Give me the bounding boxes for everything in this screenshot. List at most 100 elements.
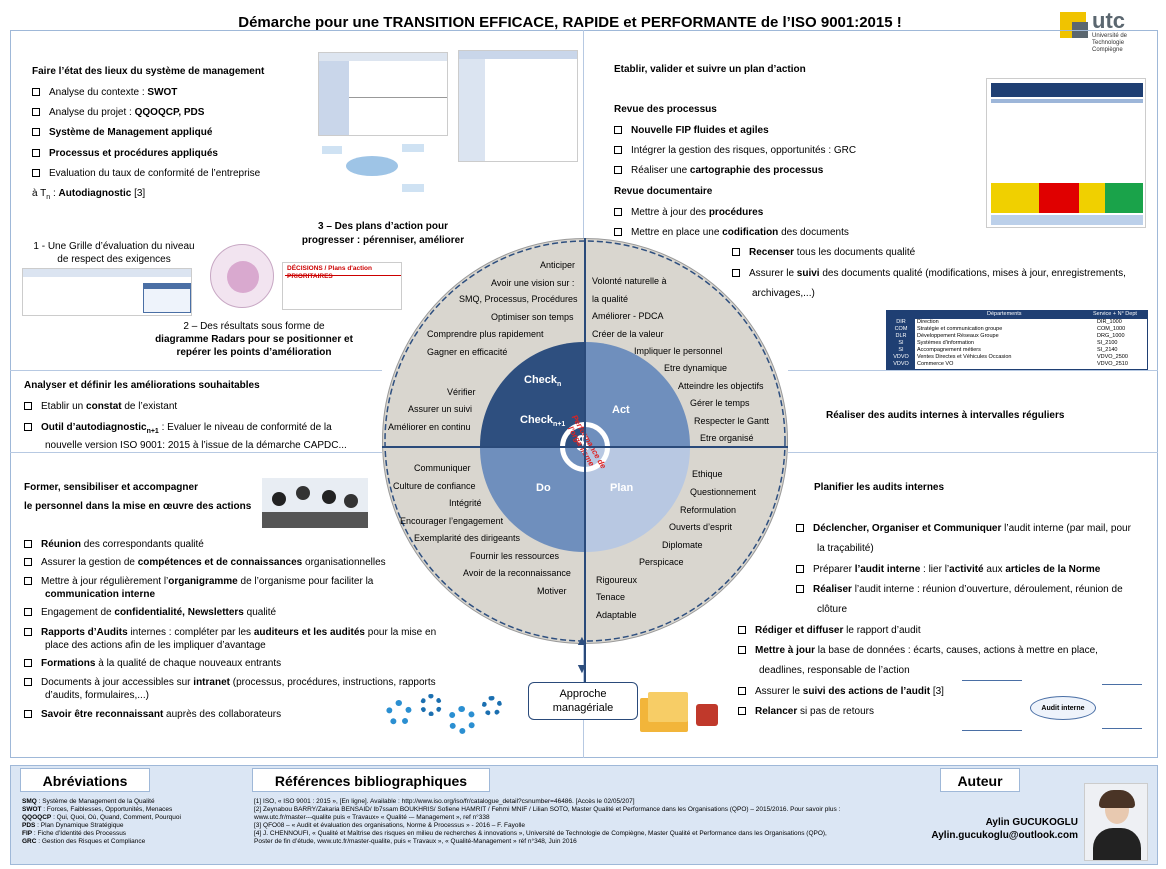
wheel-act-label: Atteindre les objectifs [678, 381, 764, 391]
wheel-plan-label: Tenace [596, 592, 626, 602]
analyse-outil: Outil d’autodiagnosticn+1 : Evaluer le n… [24, 421, 332, 438]
plan-item-suivi: Assurer le suivi des actions de l’audit … [738, 685, 944, 698]
wheel-check-label: Gagner en efficacité [427, 347, 508, 357]
act-rev-doc: Revue documentaire [614, 186, 713, 197]
check-item-sm: Système de Management appliqué [32, 126, 212, 139]
arrow-up-icon: ▲ [575, 632, 589, 648]
wheel-plan-label: Perspicace [639, 557, 684, 567]
act-sub-suivi-2: archivages,...) [752, 288, 815, 299]
wheel-check-label: SMQ, Processus, Procédures [459, 294, 578, 304]
wheel-act-label: Améliorer - PDCA [592, 311, 664, 321]
abbr-tab: Abréviations [20, 768, 150, 792]
wheel-check-label: Anticiper [540, 260, 576, 270]
check-n-label: Checkn [524, 374, 562, 389]
wheel-act-label: Etre dynamique [664, 363, 728, 373]
do-label: Do [536, 482, 551, 494]
do-item-confidentialite: Engagement de confidentialité, Newslette… [24, 606, 276, 619]
do-item-rapports: Rapports d’Audits internes : compléter p… [24, 626, 436, 639]
wheel-check-low-label: Vérifier [447, 387, 476, 397]
wheel-plan-label: Reformulation [680, 505, 737, 515]
do-item-organigramme: Mettre à jour régulièrement l’organigram… [24, 575, 373, 588]
meeting-photo [262, 478, 368, 528]
page-title: Démarche pour une TRANSITION EFFICACE, R… [238, 14, 902, 31]
act-rev-processus: Revue des processus [614, 104, 717, 115]
wheel-do-label: Fournir les ressources [470, 551, 560, 561]
analyse-constat: Etablir un constat de l’existant [24, 400, 177, 413]
check-autodiag: à Tn : Autodiagnostic [3] [32, 188, 146, 201]
plan-item-relancer: Relancer si pas de retours [738, 705, 874, 718]
author-avatar [1084, 783, 1148, 861]
wheel-act-label: Respecter le Gantt [694, 416, 770, 426]
plan-item-mettre-2: deadlines, responsable de l’action [759, 665, 910, 676]
check-item-proc: Processus et procédures appliqués [32, 147, 218, 160]
wheel-vertical-axis [584, 238, 586, 684]
act-item-fip: Nouvelle FIP fluides et agiles [614, 124, 769, 137]
swot-thumbnail [318, 52, 448, 136]
wheel-do-label: Intégrité [449, 498, 482, 508]
author-tab: Auteur [940, 768, 1020, 792]
do-item-formations: Formations à la qualité de chaque nouvea… [24, 657, 281, 670]
wheel-act-label: Etre organisé [700, 433, 754, 443]
do-item-comm: communication interne [45, 589, 156, 600]
act-heading: Etablir, valider et suivre un plan d’act… [614, 64, 806, 75]
check-heading: Faire l’état des lieux du système de man… [32, 66, 265, 77]
wheel-act-label: Gérer le temps [690, 398, 750, 408]
plan-item-declencher: Déclencher, Organiser et Communiquer l’a… [796, 522, 1131, 535]
act-item-procedures: Mettre à jour des procédures [614, 206, 763, 219]
wheel-do-label: Culture de confiance [393, 481, 476, 491]
pds-map-thumbnail [318, 136, 428, 206]
act-sub-recenser: Recenser tous les documents qualité [732, 246, 915, 259]
wheel-do-label: Encourager l’engagement [400, 516, 504, 526]
plan-label: Plan [610, 482, 634, 494]
radar-thumbnail [210, 244, 274, 308]
wheel-plan-label: Adaptable [596, 610, 637, 620]
wheel-check-label: Optimiser son temps [491, 312, 574, 322]
wheel-check-low-label: Assurer un suivi [408, 404, 473, 414]
check-item-project: Analyse du projet : QQOQCP, PDS [32, 106, 204, 119]
wheel-do-label: Communiquer [414, 463, 471, 473]
wheel-plan-label: Questionnement [690, 487, 757, 497]
wheel-plan-label: Diplomate [662, 540, 703, 550]
wheel-plan-label: Ouverts d’esprit [669, 522, 733, 532]
wheel-check-low-label: Améliorer en continu [388, 422, 471, 432]
check-item-swot: Analyse du contexte : SWOT [32, 86, 177, 99]
wheel-act-label: Volonté naturelle à [592, 276, 667, 286]
wheel-do-label: Exemplarité des dirigeants [414, 533, 521, 543]
poster-frame [10, 30, 1158, 758]
plan-item-preparer: Préparer l’audit interne : lier l’activi… [796, 563, 1100, 576]
plan-item-mettre: Mettre à jour la base de données : écart… [738, 644, 1098, 657]
act-sub-suivi: Assurer le suivi des documents qualité (… [732, 267, 1126, 280]
abbr-list: SMQ : Système de Management de la Qualit… [22, 798, 181, 845]
plan-item-rediger: Rédiger et diffuser le rapport d’audit [738, 624, 921, 637]
wheel-arcs [384, 240, 786, 642]
plan-heading: Planifier les audits internes [814, 482, 945, 493]
do-item-reunion: Réunion des correspondants qualité [24, 538, 204, 551]
audits-heading: Réaliser des audits internes à intervall… [826, 410, 1065, 421]
wheel-plan-label: Rigoureux [596, 575, 638, 585]
do-heading-2: le personnel dans la mise en œuvre des a… [24, 501, 252, 512]
wheel-plan-label: Ethique [692, 469, 723, 479]
wheel-check-label: Comprendre plus rapidement [427, 329, 544, 339]
act-label: Act [612, 404, 630, 416]
wheel-do-label: Motiver [537, 586, 567, 596]
decisions-thumbnail: DÉCISIONS / Plans d'action PRIORITAIRES [282, 262, 402, 310]
wheel-act-label: Créer de la valeur [592, 329, 664, 339]
analyse-heading: Analyser et définir les améliorations so… [24, 380, 260, 391]
check-item-eval: Evaluation du taux de conformité de l’en… [32, 167, 260, 180]
wheel-act-label: la qualité [592, 294, 629, 304]
arrow-down-icon: ▼ [575, 660, 589, 676]
folders-graphic [634, 684, 724, 742]
act-item-codif: Mettre en place une codification des doc… [614, 226, 849, 239]
gears-graphic [378, 690, 510, 740]
wheel-act-label: Impliquer le personnel [634, 346, 723, 356]
plan-item-declencher-2: la traçabilité) [817, 543, 874, 554]
